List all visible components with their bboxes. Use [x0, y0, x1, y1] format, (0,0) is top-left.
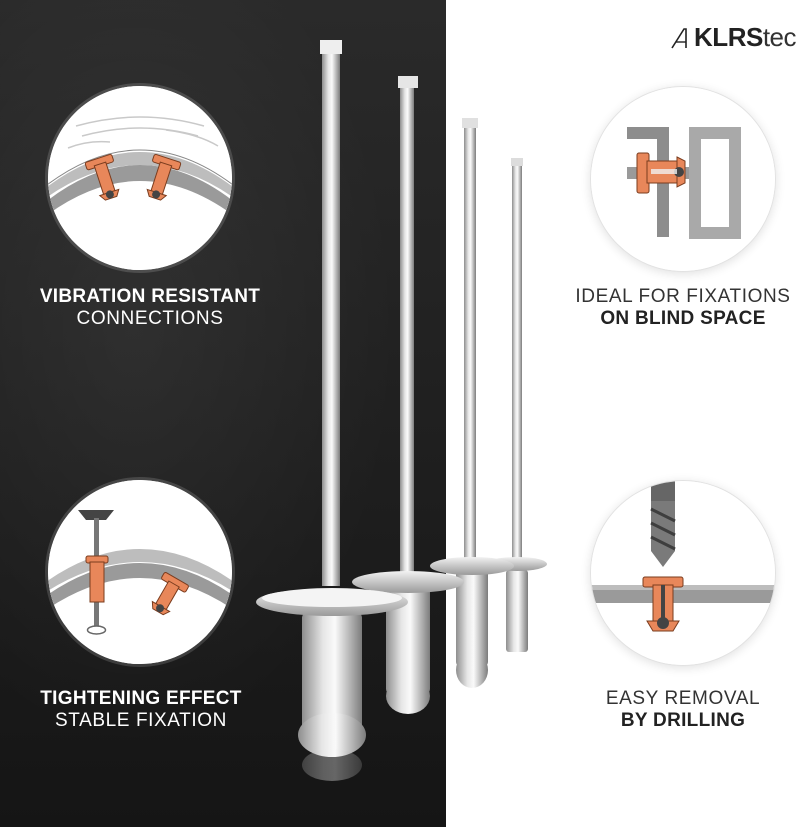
feature-blind-space-caption: IDEAL FOR FIXATIONS ON BLIND SPACE [566, 286, 800, 331]
vibration-rivets-icon [48, 86, 232, 270]
feature-drilling-caption: EASY REMOVAL BY DRILLING [566, 688, 800, 733]
feature-vibration-caption: VIBRATION RESISTANT CONNECTIONS [0, 286, 300, 331]
logo-suffix-text: tec [762, 22, 797, 52]
tightening-rivet-icon [48, 480, 232, 664]
feature-tightening-title: TIGHTENING EFFECT [40, 688, 242, 709]
rivet-medium-small [430, 118, 514, 688]
rivet-large [256, 40, 408, 781]
feature-vibration-subtitle: CONNECTIONS [76, 308, 224, 330]
brand-logo: KLRStec [671, 22, 797, 56]
logo-main-text: KLRS [694, 22, 763, 52]
feature-tightening-caption: TIGHTENING EFFECT STABLE FIXATION [0, 688, 282, 733]
feature-tightening-subtitle: STABLE FIXATION [55, 710, 227, 732]
rivets-product-image [250, 30, 560, 827]
rivet-small [487, 158, 547, 652]
feature-blind-space-title: ON BLIND SPACE [600, 308, 766, 330]
rivet-medium [352, 76, 464, 714]
drill-removal-icon [590, 480, 776, 666]
feature-vibration-title: VIBRATION RESISTANT [39, 286, 261, 307]
feature-drilling-subtitle: EASY REMOVAL [605, 688, 761, 709]
logo-mark-icon [671, 25, 693, 56]
feature-drilling-title: BY DRILLING [620, 710, 746, 732]
feature-blind-space-subtitle: IDEAL FOR FIXATIONS [575, 286, 791, 307]
blind-space-rivet-icon [590, 86, 776, 272]
